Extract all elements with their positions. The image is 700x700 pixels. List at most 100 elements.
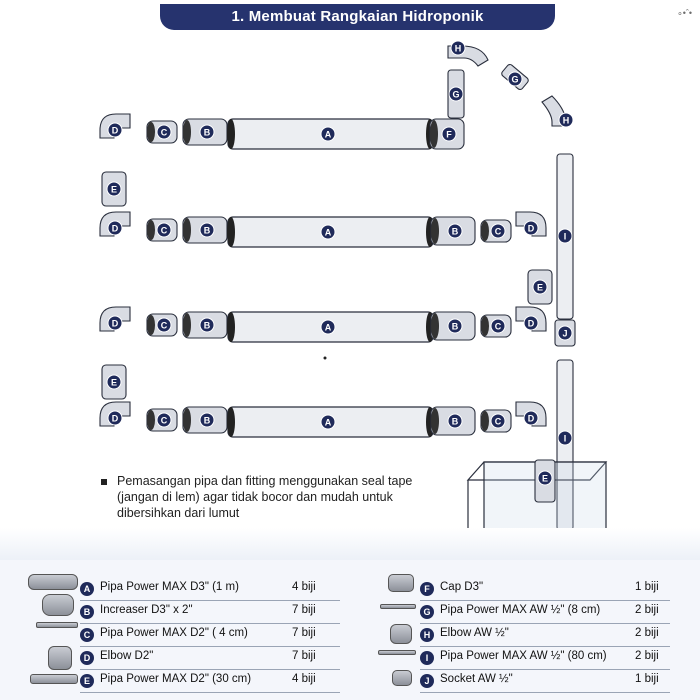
legend-row-h: H Elbow AW ½" 2 biji [420, 624, 670, 647]
legend-badge-i: I [420, 651, 434, 665]
row-3-left-coupler-mouth [147, 315, 155, 335]
row-1-main-pipe-label: A [325, 130, 332, 140]
row-3-left-increaser-mouth [183, 313, 191, 337]
row-1-left-increaser-badge [199, 124, 215, 140]
row-1-left-increaser-label: B [204, 128, 211, 138]
row-3-main-pipe-end-left [227, 312, 235, 342]
row-4-main-pipe-badge [320, 414, 336, 430]
e-connector-2-label: E [537, 283, 543, 293]
row-2-right-increaser-label: B [452, 227, 459, 237]
row-4-left-coupler-label: C [161, 416, 168, 426]
row-2-right-elbow-badge [523, 220, 539, 236]
legend-badge-e: E [80, 674, 94, 688]
e-connector-1-badge [106, 181, 122, 197]
row-4-left-coupler-badge [156, 412, 172, 428]
row-3-main-pipe-label: A [325, 323, 332, 333]
row-3-right-elbow-label: D [528, 319, 535, 329]
row-4-main-pipe-end-left [227, 407, 235, 437]
row-1-left-elbow-badge [107, 122, 123, 138]
legend-qty-a: 4 biji [292, 581, 316, 593]
e-connector-1-label: E [111, 185, 117, 195]
riser-socket-badge [557, 325, 573, 341]
legend-name-i: Pipa Power MAX AW ½" (80 cm) [440, 650, 607, 662]
row-4-right-increaser-label: B [452, 417, 459, 427]
row-3-right-coupler-mouth [481, 316, 489, 336]
e-connector-3-badge [106, 374, 122, 390]
row-1-left-elbow-label: D [112, 126, 119, 136]
pic-pipe-c [36, 622, 78, 628]
row-1-main-pipe-badge [320, 126, 336, 142]
row-2-left-coupler-label: C [161, 226, 168, 236]
legend-qty-e: 4 biji [292, 673, 316, 685]
tank-socket-badge [537, 470, 553, 486]
legend-name-a: Pipa Power MAX D3" (1 m) [100, 581, 239, 593]
legend-badge-j: J [420, 674, 434, 688]
note-bullet [101, 479, 107, 485]
pic-socket [392, 670, 412, 686]
row-2-left-elbow-badge [107, 220, 123, 236]
riser-pipe-lower-label: I [564, 434, 567, 444]
legend-qty-c: 7 biji [292, 627, 316, 639]
top-elbow-2-badge [558, 112, 574, 128]
row-3-right-increaser-label: B [452, 322, 459, 332]
legend-row-a: A Pipa Power MAX D3" (1 m) 4 biji [80, 578, 340, 601]
header-band [160, 4, 555, 30]
legend-badge-a: A [80, 582, 94, 596]
diag-pipe-short-badge [507, 71, 523, 87]
row-2-left-increaser-mouth [183, 218, 191, 242]
row-2-right-coupler-mouth [481, 221, 489, 241]
row-3-left-elbow-badge [107, 315, 123, 331]
legend-badge-b: B [80, 605, 94, 619]
row-2-left-elbow-label: D [112, 224, 119, 234]
legend-badge-d: D [80, 651, 94, 665]
pic-pipe-g [380, 604, 416, 609]
pic-pipe-i [378, 650, 416, 655]
legend-badge-h: H [420, 628, 434, 642]
row-2-left-coupler-mouth [147, 220, 155, 240]
corner-mark: ∘•ˆ• [677, 8, 692, 18]
legend-name-d: Elbow D2" [100, 650, 154, 662]
top-elbow-1-badge [450, 40, 466, 56]
legend-qty-b: 7 biji [292, 604, 316, 616]
row-4-right-coupler-label: C [495, 417, 502, 427]
pic-increaser [42, 594, 74, 616]
row-2-right-coupler-label: C [495, 227, 502, 237]
dot-mark [323, 356, 327, 360]
legend-badge-c: C [80, 628, 94, 642]
legend-name-f: Cap D3" [440, 581, 484, 593]
row-3-right-coupler-badge [490, 318, 506, 334]
legend-qty-g: 2 biji [635, 604, 659, 616]
row-3-right-increaser-mouth [431, 313, 439, 339]
row-3-right-coupler-label: C [495, 322, 502, 332]
row-4-right-increaser-mouth [431, 408, 439, 434]
legend-badge-g: G [420, 605, 434, 619]
legend-qty-h: 2 biji [635, 627, 659, 639]
row-4-left-elbow-badge [107, 410, 123, 426]
row-4-left-coupler-mouth [147, 410, 155, 430]
row-1-end-cap-mouth [430, 120, 438, 148]
row-2-right-increaser-mouth [431, 218, 439, 244]
row-2-left-increaser-badge [199, 222, 215, 238]
top-elbow-2-label: H [563, 116, 570, 126]
top-pipe-short-label: G [452, 90, 459, 100]
row-2-main-pipe-badge [320, 224, 336, 240]
row-2-left-coupler-badge [156, 222, 172, 238]
row-1-left-coupler-label: C [161, 128, 168, 138]
row-1-end-cap-label: F [446, 130, 452, 140]
pic-pipe-e [30, 674, 78, 684]
row-2-right-elbow-label: D [528, 224, 535, 234]
row-4-left-increaser-label: B [204, 416, 211, 426]
row-3-left-elbow-label: D [112, 319, 119, 329]
row-3-left-increaser-label: B [204, 321, 211, 331]
row-4-right-coupler-badge [490, 413, 506, 429]
row-3-left-coupler-badge [156, 317, 172, 333]
legend-name-h: Elbow AW ½" [440, 627, 509, 639]
